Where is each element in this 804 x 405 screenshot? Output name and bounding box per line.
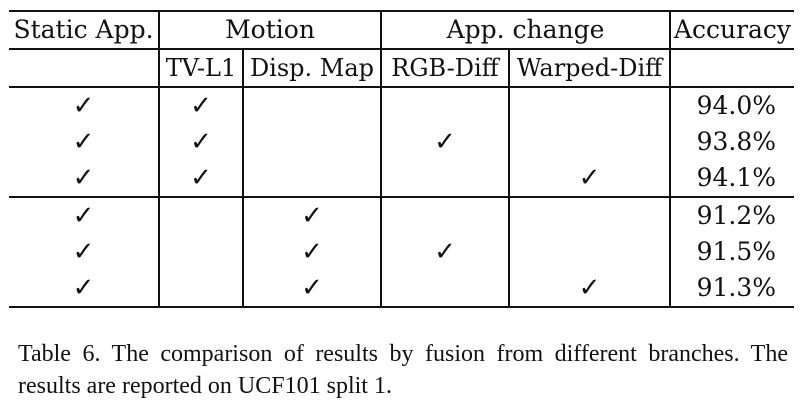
subheader-rgb-diff: RGB-Diff [381,48,510,88]
cell-rgb-check [381,87,510,124]
header-static-app: Static App. [9,10,160,49]
header-motion: Motion [159,10,382,49]
cell-disp-check: ✓ [243,196,382,234]
cell-tvl1-check [159,270,244,308]
table-row: ✓ ✓ ✓ 93.8% [9,124,794,160]
cell-tvl1-check: ✓ [159,160,244,197]
cell-rgb-check [381,270,510,308]
cell-disp-check [243,160,382,197]
table-caption: Table 6. The comparison of results by fu… [18,341,788,399]
cell-tvl1-check [159,196,244,234]
subheader-disp-map: Disp. Map [243,48,382,88]
cell-warped-check [509,87,671,124]
table-row: ✓ ✓ ✓ 94.1% [9,160,794,197]
cell-disp-check [243,87,382,124]
cell-rgb-check [381,160,510,197]
cell-static-check: ✓ [9,270,160,308]
cell-tvl1-check [159,234,244,270]
fusion-results-table: Static App. Motion App. change Accuracy … [9,10,794,308]
cell-warped-check [509,196,671,234]
cell-rgb-check: ✓ [381,124,510,160]
cell-disp-check: ✓ [243,270,382,308]
cell-static-check: ✓ [9,234,160,270]
table-row: ✓ ✓ 91.2% [9,196,794,234]
header-accuracy: Accuracy [670,10,794,49]
table-row: ✓ ✓ ✓ 91.5% [9,234,794,270]
cell-static-check: ✓ [9,124,160,160]
cell-tvl1-check: ✓ [159,87,244,124]
cell-accuracy: 93.8% [696,127,776,156]
table-body: ✓ ✓ 94.0% ✓ ✓ ✓ 93.8% ✓ ✓ ✓ 9 [9,87,794,308]
table-row: ✓ ✓ 94.0% [9,87,794,124]
table-subheader-row: TV-L1 Disp. Map RGB-Diff Warped-Diff [9,48,794,88]
cell-warped-check: ✓ [509,160,671,197]
header-app-change: App. change [381,10,671,49]
cell-warped-check [509,124,671,160]
subheader-warped-diff: Warped-Diff [509,48,671,88]
results-table-container: Static App. Motion App. change Accuracy … [9,10,794,308]
cell-accuracy: 91.3% [670,270,794,308]
cell-static-check: ✓ [9,87,160,124]
subheader-accuracy-blank [670,48,794,88]
cell-rgb-check: ✓ [381,234,510,270]
cell-accuracy: 91.5% [696,237,776,266]
cell-accuracy: 91.2% [670,196,794,234]
cell-accuracy: 94.1% [696,163,776,192]
cell-static-check: ✓ [9,160,160,197]
cell-warped-check [509,234,671,270]
cell-rgb-check [381,196,510,234]
cell-disp-check: ✓ [243,234,382,270]
cell-warped-check: ✓ [509,270,671,308]
cell-static-check: ✓ [9,196,160,234]
cell-tvl1-check: ✓ [159,124,244,160]
cell-accuracy: 94.0% [696,91,776,120]
table-header-row: Static App. Motion App. change Accuracy [9,10,794,49]
subheader-tvl1: TV-L1 [159,48,244,88]
subheader-static-blank [9,48,160,88]
table-row: ✓ ✓ ✓ 91.3% [9,270,794,308]
cell-disp-check [243,124,382,160]
